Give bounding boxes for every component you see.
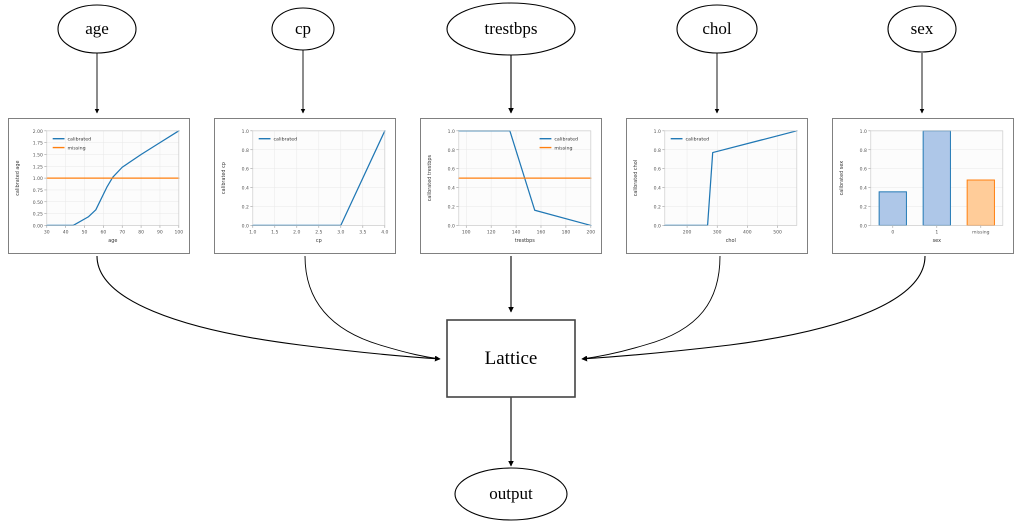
svg-text:1.75: 1.75 [33, 141, 43, 147]
svg-text:0.2: 0.2 [654, 205, 661, 211]
plot-sex: 0.0 0.2 0.4 0.6 0.8 1.0 0 1 missing sex calibrated… [839, 129, 1004, 244]
svg-text:0.0: 0.0 [860, 223, 867, 229]
svg-text:0.8: 0.8 [860, 148, 867, 154]
svg-text:400: 400 [743, 229, 752, 235]
node-label-sex[interactable]: sex [910, 19, 934, 38]
node-label-output[interactable]: output [489, 484, 533, 503]
svg-text:0.6: 0.6 [654, 167, 661, 173]
svg-text:0.4: 0.4 [654, 186, 661, 192]
node-label-cp[interactable]: cp [294, 19, 312, 38]
svg-text:0.8: 0.8 [242, 148, 249, 154]
plot-card-sex[interactable]: 0.0 0.2 0.4 0.6 0.8 1.0 0 1 missing sex calibrated… [832, 118, 1014, 254]
svg-text:90: 90 [157, 229, 163, 235]
svg-text:0.2: 0.2 [242, 205, 249, 211]
svg-text:500: 500 [773, 229, 782, 235]
svg-text:0.0: 0.0 [654, 223, 661, 229]
svg-text:100: 100 [174, 229, 183, 235]
svg-text:180: 180 [562, 229, 571, 235]
node-label-age[interactable]: age [85, 19, 109, 38]
svg-text:trestbps: trestbps [515, 238, 536, 244]
svg-text:calibrated: calibrated [554, 137, 578, 143]
svg-text:1.0: 1.0 [242, 129, 249, 135]
svg-text:0.50: 0.50 [33, 200, 43, 206]
svg-text:0.0: 0.0 [448, 223, 455, 229]
svg-text:60: 60 [100, 229, 106, 235]
svg-text:1: 1 [935, 229, 938, 235]
svg-text:200: 200 [586, 229, 595, 235]
svg-text:160: 160 [537, 229, 546, 235]
svg-text:calibrated: calibrated [685, 137, 709, 143]
svg-text:140: 140 [512, 229, 521, 235]
svg-text:missing: missing [554, 145, 572, 151]
svg-text:50: 50 [82, 229, 88, 235]
svg-text:missing: missing [67, 145, 85, 151]
svg-text:0: 0 [891, 229, 894, 235]
svg-text:0.4: 0.4 [448, 186, 455, 192]
svg-text:0.6: 0.6 [448, 167, 455, 173]
svg-text:4.0: 4.0 [381, 229, 388, 235]
svg-text:0.0: 0.0 [242, 223, 249, 229]
plot-age: 0.00 0.25 0.50 0.75 1.00 1.25 1.50 1.75 2.00 30 40… [15, 129, 183, 244]
plot-card-age[interactable]: 0.00 0.25 0.50 0.75 1.00 1.25 1.50 1.75 2.00 30 40… [8, 118, 190, 254]
edge-cpplot-to-lattice [304, 255, 441, 361]
svg-text:0.00: 0.00 [33, 223, 43, 229]
svg-text:200: 200 [683, 229, 692, 235]
svg-text:120: 120 [487, 229, 496, 235]
svg-text:calibrated chol: calibrated chol [633, 160, 639, 196]
svg-text:70: 70 [119, 229, 125, 235]
plot-card-chol[interactable]: 0.0 0.2 0.4 0.6 0.8 1.0 200 300 400 500 chol calibr… [626, 118, 808, 254]
svg-text:1.25: 1.25 [33, 164, 43, 170]
svg-text:0.4: 0.4 [860, 186, 867, 192]
plot-card-trestbps[interactable]: 0.0 0.2 0.4 0.6 0.8 1.0 100 120 140 160 180 200 tres… [420, 118, 602, 254]
svg-text:calibrated sex: calibrated sex [839, 161, 845, 196]
svg-text:100: 100 [462, 229, 471, 235]
plot-card-cp[interactable]: 0.0 0.2 0.4 0.6 0.8 1.0 1.0 1.5 2.0 2.5 3.0 3.5 4.0 c… [214, 118, 396, 254]
svg-text:1.00: 1.00 [33, 176, 43, 182]
svg-text:1.5: 1.5 [271, 229, 278, 235]
svg-text:calibrated cp: calibrated cp [221, 162, 227, 194]
svg-text:sex: sex [933, 238, 941, 244]
svg-text:2.5: 2.5 [315, 229, 322, 235]
svg-text:missing: missing [972, 229, 989, 235]
node-label-trestbps[interactable]: trestbps [484, 19, 538, 38]
node-label-lattice[interactable]: Lattice [484, 348, 538, 369]
svg-text:age: age [108, 238, 117, 244]
svg-text:3.5: 3.5 [359, 229, 366, 235]
svg-text:3.0: 3.0 [337, 229, 344, 235]
plot-cp: 0.0 0.2 0.4 0.6 0.8 1.0 1.0 1.5 2.0 2.5 3.0 3.5 4.0 c… [221, 129, 388, 244]
svg-text:calibrated: calibrated [273, 137, 297, 143]
svg-text:calibrated: calibrated [67, 137, 91, 143]
svg-text:300: 300 [713, 229, 722, 235]
svg-text:40: 40 [63, 229, 69, 235]
svg-text:0.6: 0.6 [242, 167, 249, 173]
svg-text:0.4: 0.4 [242, 186, 249, 192]
edge-sexplot-to-lattice [581, 255, 926, 362]
svg-text:0.6: 0.6 [860, 167, 867, 173]
svg-text:0.2: 0.2 [860, 205, 867, 211]
svg-text:cp: cp [316, 238, 322, 244]
svg-text:1.0: 1.0 [860, 129, 867, 135]
svg-text:1.0: 1.0 [654, 129, 661, 135]
node-label-chol[interactable]: chol [702, 19, 732, 38]
svg-text:calibrated trestbps: calibrated trestbps [427, 155, 433, 202]
svg-text:30: 30 [44, 229, 50, 235]
svg-text:80: 80 [138, 229, 144, 235]
svg-text:0.75: 0.75 [33, 188, 43, 194]
edge-ageplot-to-lattice [96, 255, 441, 362]
svg-text:1.50: 1.50 [33, 153, 43, 159]
svg-text:chol: chol [726, 238, 736, 244]
svg-text:1.0: 1.0 [249, 229, 256, 235]
plot-trestbps: 0.0 0.2 0.4 0.6 0.8 1.0 100 120 140 160 180 200 tres… [427, 129, 595, 244]
svg-text:2.0: 2.0 [293, 229, 300, 235]
svg-text:0.2: 0.2 [448, 205, 455, 211]
svg-text:0.8: 0.8 [654, 148, 661, 154]
svg-text:0.8: 0.8 [448, 148, 455, 154]
edge-cholplot-to-lattice [581, 255, 721, 361]
svg-text:2.00: 2.00 [33, 129, 43, 135]
svg-text:1.0: 1.0 [448, 129, 455, 135]
plot-chol: 0.0 0.2 0.4 0.6 0.8 1.0 200 300 400 500 chol calibr… [633, 129, 798, 244]
svg-text:0.25: 0.25 [33, 212, 43, 218]
svg-text:calibrated age: calibrated age [15, 160, 21, 195]
